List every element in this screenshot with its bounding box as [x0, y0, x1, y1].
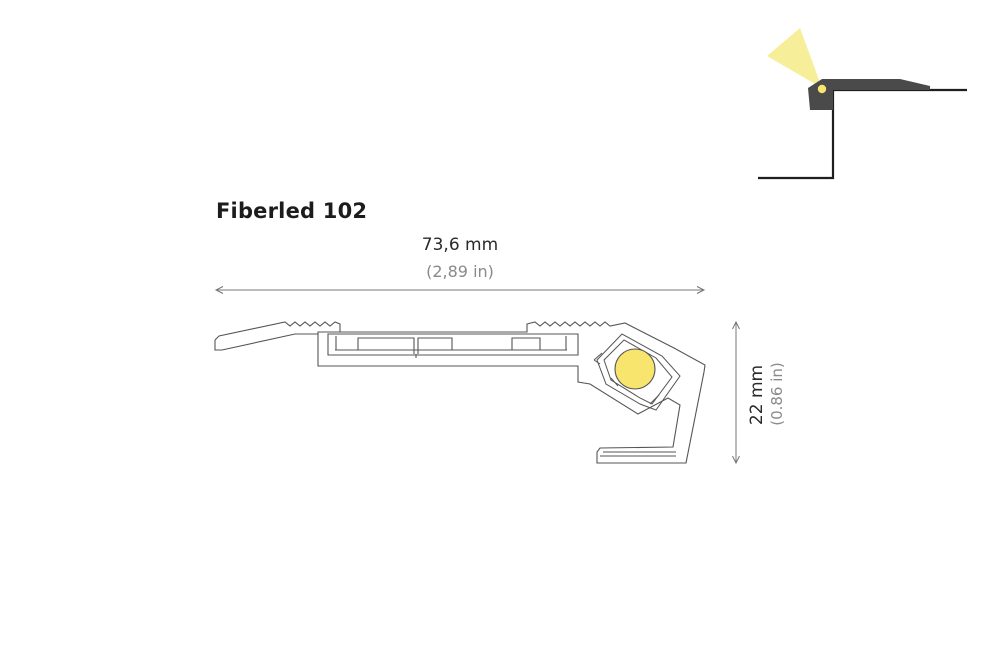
inner-channel-inner [335, 336, 567, 354]
light-beam [767, 28, 822, 88]
mini-led-dot [817, 84, 827, 94]
width-value-inches: (2,89 in) [426, 262, 494, 281]
inner-channel-outer [327, 333, 579, 356]
profile-outline [214, 321, 706, 464]
height-value-mm: 22 mm [747, 364, 767, 426]
mounting-illustration [758, 28, 967, 180]
product-title: Fiberled 102 [216, 199, 368, 223]
lower-flange-inner [600, 451, 676, 457]
width-dimension [214, 286, 706, 294]
height-dimension [732, 320, 740, 465]
profile-cross-section [214, 321, 706, 464]
left-flange [214, 333, 318, 351]
mini-profile [808, 79, 930, 110]
height-value-inches: (0.86 in) [768, 362, 786, 426]
led-light-source [614, 348, 656, 390]
mini-step-outline [758, 88, 967, 180]
width-value-mm: 73,6 mm [421, 235, 499, 255]
led-holder [593, 333, 681, 411]
